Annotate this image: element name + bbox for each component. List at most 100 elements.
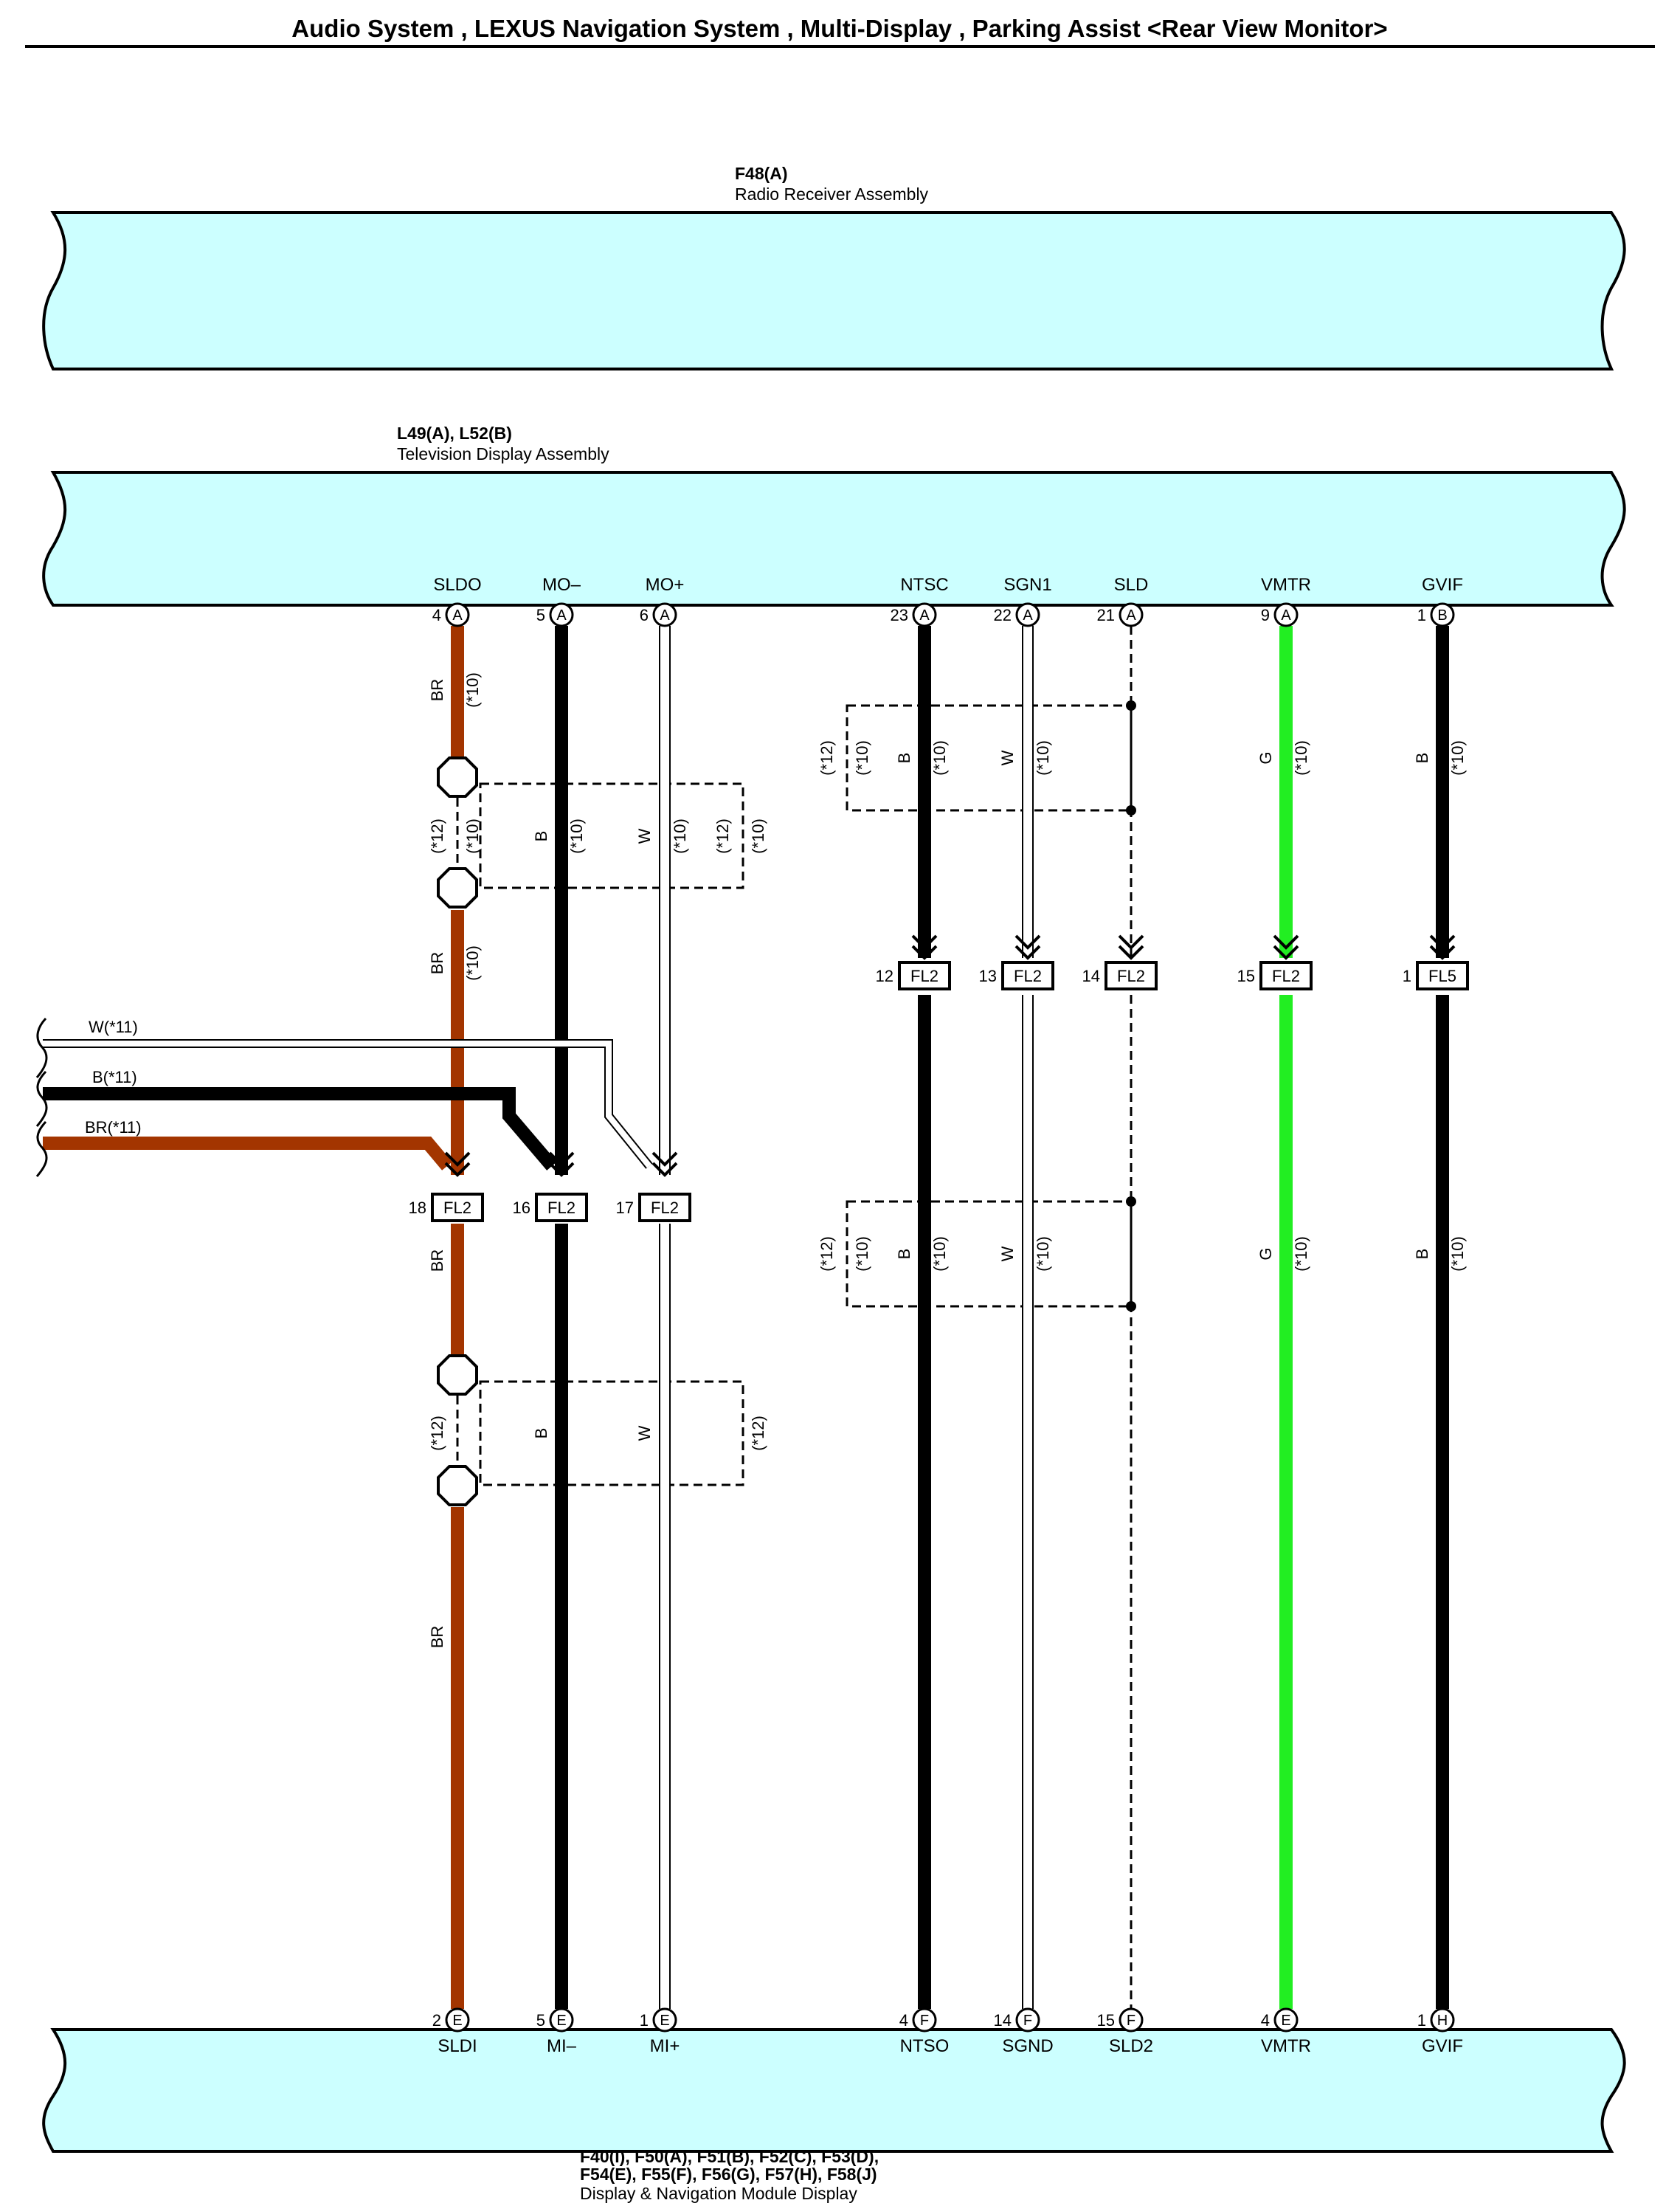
- tv-display-name: Television Display Assembly: [397, 444, 609, 463]
- disp-conn-c2: E: [556, 2013, 566, 2029]
- tv-signal-c7: VMTR: [1261, 575, 1311, 595]
- label-c5-lower-color: W: [998, 1246, 1017, 1261]
- label-c2-upper-note: (*10): [567, 818, 586, 854]
- tv-conn-c3: A: [660, 607, 670, 624]
- jc-name-c6: FL2: [1117, 967, 1145, 985]
- tv-signals: SLDO MO– MO+ NTSC SGN1 SLD VMTR GVIF: [433, 575, 1463, 595]
- label-c8-upper-color: B: [1413, 753, 1431, 764]
- label-shield-ll-a: (*12): [428, 1416, 446, 1451]
- label-c1-lower-color: BR: [428, 1249, 446, 1272]
- jc-name-c3: FL2: [651, 1199, 679, 1217]
- disp-pin-c7: 4: [1261, 2011, 1270, 2030]
- disp-signal-c4: NTSO: [900, 2036, 950, 2056]
- label-c3-upper-color: W: [635, 828, 654, 844]
- tv-conn-c7: A: [1281, 607, 1291, 624]
- disp-signal-c8: GVIF: [1422, 2036, 1463, 2056]
- external-wire-w: [43, 1039, 653, 1169]
- radio-receiver-code: F48(A): [735, 164, 788, 183]
- shield-junction-dots: [1126, 700, 1136, 1311]
- junction-arrows: [444, 934, 1456, 1177]
- disp-pins: [445, 2007, 1455, 2033]
- junction-names: FL2 FL2 FL2 FL2 FL5 FL2 FL2 FL2: [443, 967, 1456, 1217]
- disp-pin-c4: 4: [899, 2011, 908, 2030]
- disp-conn-c8: H: [1437, 2013, 1448, 2029]
- disp-conn-c7: E: [1281, 2013, 1290, 2029]
- radio-receiver-name: Radio Receiver Assembly: [735, 185, 929, 204]
- label-shield-lu-b: (*10): [463, 818, 482, 854]
- jc-pin-c2: 16: [513, 1199, 530, 1217]
- disp-signal-c2: MI–: [547, 2036, 577, 2056]
- disp-signal-c5: SGND: [1002, 2036, 1053, 2056]
- jc-pin-c7: 15: [1237, 967, 1255, 985]
- label-c2-lower-color: B: [532, 1428, 550, 1439]
- jc-pin-c8: 1: [1403, 967, 1411, 985]
- tv-signal-c5: SGN1: [1003, 575, 1051, 595]
- display-nav-code-line2: F54(E), F55(F), F56(G), F57(H), F58(J): [580, 2165, 877, 2184]
- label-c1-upper-note: (*10): [463, 672, 482, 708]
- tv-pin-c4: 23: [891, 606, 908, 624]
- label-shield-ru-a: (*12): [817, 740, 836, 776]
- disp-pin-c2: 5: [536, 2011, 545, 2030]
- label-shield-rl-a: (*12): [817, 1236, 836, 1272]
- display-nav-module: [42, 2028, 1626, 2153]
- tv-pin-c2: 5: [536, 606, 545, 624]
- shield-enclosures: [456, 626, 1133, 2009]
- splice-lower-1: [437, 1354, 478, 1396]
- label-c4-lower-note: (*10): [930, 1236, 949, 1272]
- disp-conn-c6: F: [1127, 2013, 1135, 2029]
- junction-pins: 12 13 14 15 1 18 16 17: [409, 967, 1411, 1217]
- display-nav-name: Display & Navigation Module Display: [580, 2184, 857, 2203]
- disp-signal-c1: SLDI: [438, 2036, 477, 2056]
- label-c1-bottom-color: BR: [428, 1626, 446, 1649]
- label-c7-lower-note: (*10): [1292, 1236, 1310, 1272]
- external-wire-b: [43, 1087, 557, 1171]
- tv-pin-c8: 1: [1417, 606, 1426, 624]
- label-c3-lower-color: W: [635, 1425, 654, 1441]
- splice-upper-2: [437, 867, 478, 909]
- tv-pin-c1: 4: [432, 606, 441, 624]
- label-shield-llr: (*12): [749, 1416, 767, 1451]
- tv-pins: [445, 602, 1455, 627]
- tv-conn-c1: A: [452, 607, 463, 624]
- junction-boxes: [431, 961, 1469, 1222]
- jc-name-c5: FL2: [1014, 967, 1042, 985]
- disp-conn-c4: F: [920, 2013, 929, 2029]
- label-c7-lower-color: G: [1256, 1247, 1275, 1260]
- disp-conn-c5: F: [1023, 2013, 1032, 2029]
- jc-pin-c5: 13: [979, 967, 997, 985]
- external-wire-br: [43, 1137, 452, 1171]
- disp-conn-c1: E: [452, 2013, 462, 2029]
- tv-conn-c8: B: [1437, 607, 1447, 624]
- tv-signal-c6: SLD: [1114, 575, 1149, 595]
- radio-receiver-assembly: [42, 211, 1626, 370]
- disp-pin-c3: 1: [640, 2011, 649, 2030]
- label-shield-rl-b: (*10): [853, 1236, 871, 1272]
- wire-labels: BR (*10) BR (*10) BR BR (*12) (*10) B (*…: [428, 672, 1467, 1648]
- label-c8-lower-color: B: [1413, 1249, 1431, 1260]
- jc-pin-c4: 12: [876, 967, 893, 985]
- label-c3-upper-note: (*10): [671, 818, 689, 854]
- jc-name-c4: FL2: [910, 967, 938, 985]
- tv-signal-c8: GVIF: [1422, 575, 1463, 595]
- label-c7-upper-color: G: [1256, 751, 1275, 764]
- disp-pin-c8: 1: [1417, 2011, 1426, 2030]
- disp-conn-c3: E: [660, 2013, 669, 2029]
- label-c5-lower-note: (*10): [1034, 1236, 1052, 1272]
- tv-conn-c6: A: [1126, 607, 1136, 624]
- tv-pin-c7: 9: [1261, 606, 1270, 624]
- label-shield-lur-a: (*12): [713, 818, 732, 854]
- disp-pin-c6: 15: [1097, 2011, 1115, 2030]
- jc-pin-c1: 18: [409, 1199, 426, 1217]
- label-c7-upper-note: (*10): [1292, 740, 1310, 776]
- disp-signal-c6: SLD2: [1109, 2036, 1153, 2056]
- external-wire-b-label: B(*11): [92, 1068, 137, 1086]
- splice-upper-1: [437, 756, 478, 798]
- tv-pin-c3: 6: [640, 606, 649, 624]
- external-wire-br-label: BR(*11): [85, 1118, 142, 1137]
- label-c2-upper-color: B: [532, 831, 550, 842]
- disp-pin-c1: 2: [432, 2011, 441, 2030]
- label-c8-lower-note: (*10): [1448, 1236, 1467, 1272]
- disp-signals: SLDI MI– MI+ NTSO SGND SLD2 VMTR GVIF: [438, 2036, 1463, 2056]
- jc-name-c7: FL2: [1272, 967, 1300, 985]
